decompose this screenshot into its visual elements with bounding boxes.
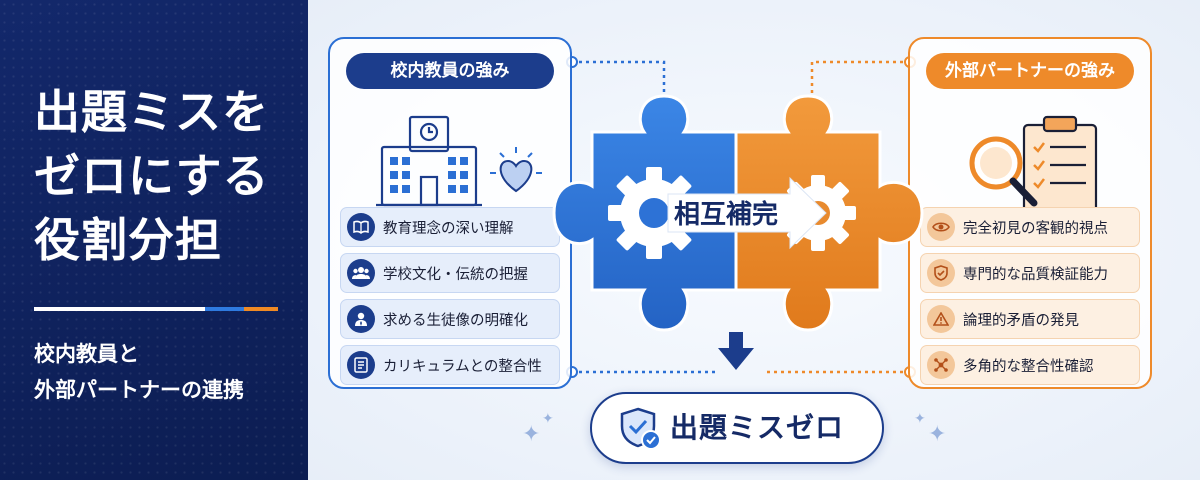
title-divider xyxy=(34,307,278,311)
review-illustration xyxy=(910,99,1150,219)
down-arrow-icon xyxy=(718,332,754,370)
external-partner-heading: 外部パートナーの強み xyxy=(926,53,1134,89)
subtitle-line-1: 校内教員と xyxy=(34,342,139,366)
mutual-complement-label: 相互補完 xyxy=(674,199,778,230)
teacher-strength-item: 学校文化・伝統の把握 xyxy=(340,253,560,293)
clipboard-checklist-icon xyxy=(1022,115,1098,215)
sparkle-icon: ✦ xyxy=(522,422,541,447)
puzzle-diagram: 相互補完 xyxy=(550,80,930,370)
connector-left-top xyxy=(572,60,666,104)
school-teacher-heading: 校内教員の強み xyxy=(346,53,554,89)
main-title-line-2: ゼロにする xyxy=(34,149,270,203)
main-title-line-3: 役割分担 xyxy=(34,213,222,267)
teacher-strength-label: 教育理念の深い理解 xyxy=(383,220,514,237)
sparkle-icon: ✦ xyxy=(914,411,926,427)
sparkle-icon: ✦ xyxy=(542,411,554,427)
partner-strength-label: 完全初見の客観的視点 xyxy=(963,220,1108,237)
teacher-strength-label: カリキュラムとの整合性 xyxy=(383,358,542,375)
teacher-strength-label: 学校文化・伝統の把握 xyxy=(383,266,528,283)
teacher-strength-item: 教育理念の深い理解 xyxy=(340,207,560,247)
book-icon xyxy=(347,213,375,241)
magnifier-icon xyxy=(969,136,1038,207)
partner-strength-item: 専門的な品質検証能力 xyxy=(920,253,1140,293)
teacher-strength-item: カリキュラムとの整合性 xyxy=(340,345,560,385)
partner-strength-label: 多角的な整合性確認 xyxy=(963,358,1094,375)
subtitle: 校内教員と 外部パートナーの連携 xyxy=(34,336,244,408)
subtitle-line-2: 外部パートナーの連携 xyxy=(34,378,244,402)
network-icon xyxy=(927,351,955,379)
partner-strength-label: 専門的な品質検証能力 xyxy=(963,266,1108,283)
sparkle-icon: ✦ xyxy=(928,422,947,447)
partner-strength-item: 完全初見の客観的視点 xyxy=(920,207,1140,247)
partner-strength-label: 論理的矛盾の発見 xyxy=(963,312,1079,329)
connector-right-top xyxy=(810,60,910,104)
warning-icon xyxy=(927,305,955,333)
dot-pattern xyxy=(0,0,308,480)
heart-icon xyxy=(490,147,542,193)
school-building-icon xyxy=(376,115,482,207)
zero-errors-label: 出題ミスゼロ xyxy=(670,411,845,444)
partner-strength-item: 論理的矛盾の発見 xyxy=(920,299,1140,339)
teacher-strength-item: 求める生徒像の明確化 xyxy=(340,299,560,339)
teacher-strength-label: 求める生徒像の明確化 xyxy=(383,312,528,329)
main-title: 出題ミスを ゼロにする 役割分担 xyxy=(34,80,304,272)
title-panel: 出題ミスを ゼロにする 役割分担 校内教員と 外部パートナーの連携 xyxy=(0,0,308,480)
zero-errors-result-badge: 出題ミスゼロ xyxy=(590,392,884,464)
school-teacher-strengths-card: 校内教員の強み xyxy=(328,37,572,389)
eye-icon xyxy=(927,213,955,241)
mutual-complement-arrow xyxy=(667,176,827,250)
main-title-line-1: 出題ミスを xyxy=(34,85,269,139)
shield-check-icon xyxy=(620,407,661,450)
people-icon xyxy=(347,259,375,287)
student-icon xyxy=(347,305,375,333)
external-partner-strengths-card: 外部パートナーの強み 完全初見の客観的視点 xyxy=(908,37,1152,389)
school-illustration xyxy=(330,99,570,219)
partner-strength-item: 多角的な整合性確認 xyxy=(920,345,1140,385)
shield-check-icon xyxy=(927,259,955,287)
document-icon xyxy=(347,351,375,379)
